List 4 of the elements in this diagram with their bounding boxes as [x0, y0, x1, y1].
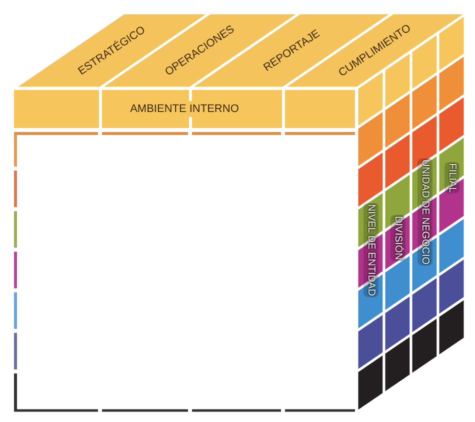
column-label: FILIAL — [444, 162, 459, 194]
column-label: UNIDAD DE NEGOCIO — [417, 158, 432, 266]
column-label: DIVISIÓN — [390, 215, 405, 261]
column-label: NIVEL DE ENTIDAD — [363, 203, 378, 297]
